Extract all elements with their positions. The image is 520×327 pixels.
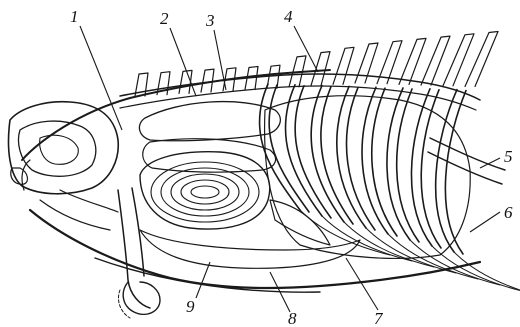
callout-8: 8	[288, 309, 297, 327]
spinous-process	[421, 36, 450, 85]
callout-9: 9	[186, 297, 195, 316]
leader-6	[470, 212, 500, 232]
vertebral-column	[120, 74, 480, 110]
colon-coil	[151, 162, 259, 222]
colon-coil	[191, 186, 219, 198]
rib	[411, 89, 520, 291]
spinous-process	[465, 32, 498, 87]
rib	[436, 90, 520, 297]
neck-structures	[118, 188, 160, 318]
leader-4	[294, 26, 318, 72]
spinous-process	[201, 69, 214, 92]
callout-6: 6	[504, 203, 513, 222]
callout-2: 2	[160, 9, 169, 28]
spinous-process	[311, 52, 330, 86]
rib-cage	[259, 84, 520, 297]
spinous-process	[399, 38, 426, 84]
leader-9	[196, 262, 210, 298]
abdominal-contents-lower	[140, 200, 360, 268]
callout-5: 5	[504, 147, 513, 166]
colon-coil	[161, 168, 249, 216]
spiral-colon	[140, 152, 270, 229]
callout-3: 3	[205, 11, 215, 30]
spinous-process	[333, 47, 354, 84]
callout-1: 1	[70, 7, 79, 26]
callout-7: 7	[374, 309, 384, 327]
callout-4: 4	[284, 7, 293, 26]
colon-coil	[181, 180, 229, 204]
rib	[259, 84, 390, 255]
spinous-process	[267, 65, 280, 88]
